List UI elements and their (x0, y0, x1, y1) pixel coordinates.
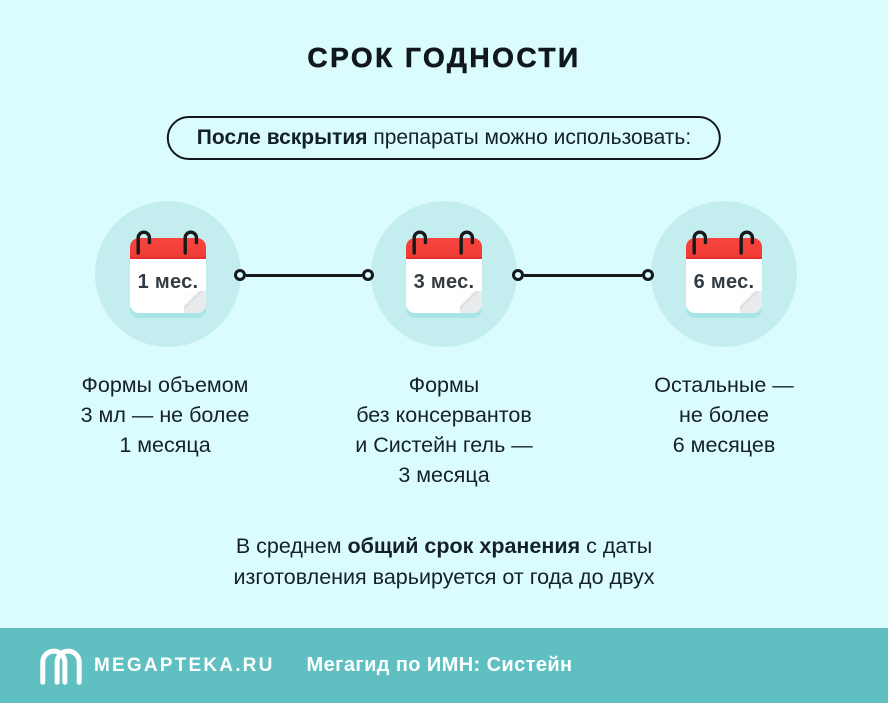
calendar-ring-icon (692, 230, 708, 255)
description-line: Формы (408, 373, 480, 397)
summary-note: В среднем общий срок хранения с даты изг… (0, 531, 888, 593)
description-line: без консервантов (356, 403, 532, 427)
timeline-item-description-3: Остальные — не более 6 месяцев (579, 370, 869, 460)
calendar-icon: 6 мес. (686, 229, 762, 319)
page-title: СРОК ГОДНОСТИ (307, 42, 581, 74)
calendar-badge-label: 1 мес. (137, 271, 199, 293)
subtitle-rest-text: препараты можно использовать: (367, 126, 692, 149)
calendar-ring-icon (183, 230, 199, 255)
note-bold-text: общий срок хранения (347, 534, 581, 558)
calendar-fold-corner (184, 291, 206, 313)
description-line: 6 месяцев (672, 433, 776, 457)
timeline-item-description-2: Формы без консервантов и Систейн гель — … (299, 370, 589, 490)
calendar-icon: 1 мес. (130, 229, 206, 319)
calendar-ring-icon (459, 230, 475, 255)
calendar-ring-icon (136, 230, 152, 255)
timeline-connector-1 (234, 269, 374, 281)
summary-note-line1: В среднем общий срок хранения с даты (0, 531, 888, 562)
note-prefix: В среднем (235, 534, 348, 558)
timeline-node-icon (362, 269, 374, 281)
description-line: 3 мл — не более (80, 403, 250, 427)
timeline-node-icon (642, 269, 654, 281)
brand-name: MEGAPTEKA.RU (94, 654, 275, 676)
footer-bar: MEGAPTEKA.RU Мегагид по ИМН: Систейн (0, 628, 888, 703)
calendar-ring-icon (412, 230, 428, 255)
calendar-badge-label: 3 мес. (413, 271, 475, 293)
subtitle-bold-text: После вскрытия (196, 126, 368, 149)
description-line: Остальные — (654, 373, 794, 397)
calendar-icon: 3 мес. (406, 229, 482, 319)
calendar-ring-icon (739, 230, 755, 255)
calendar-badge-label: 6 мес. (693, 271, 755, 293)
description-line: 3 месяца (398, 463, 490, 487)
timeline-wire (524, 273, 642, 277)
timeline-item-description-1: Формы объемом 3 мл — не более 1 месяца (20, 370, 310, 460)
calendar-fold-corner (740, 291, 762, 313)
description-line: и Систейн гель — (355, 433, 533, 457)
megapteka-m-icon (40, 648, 82, 685)
summary-note-line2: изготовления варьируется от года до двух (233, 565, 655, 589)
description-line: 1 месяца (119, 433, 211, 457)
timeline-connector-2 (512, 269, 654, 281)
timeline-node-icon (234, 269, 246, 281)
subtitle-pill: После вскрытия препараты можно использов… (166, 116, 722, 160)
description-line: Формы объемом (81, 373, 249, 397)
footer-caption: Мегагид по ИМН: Систейн (306, 654, 573, 676)
description-line: не более (678, 403, 770, 427)
note-suffix: с даты (580, 534, 653, 558)
timeline-wire (246, 273, 362, 277)
calendar-fold-corner (460, 291, 482, 313)
timeline-node-icon (512, 269, 524, 281)
